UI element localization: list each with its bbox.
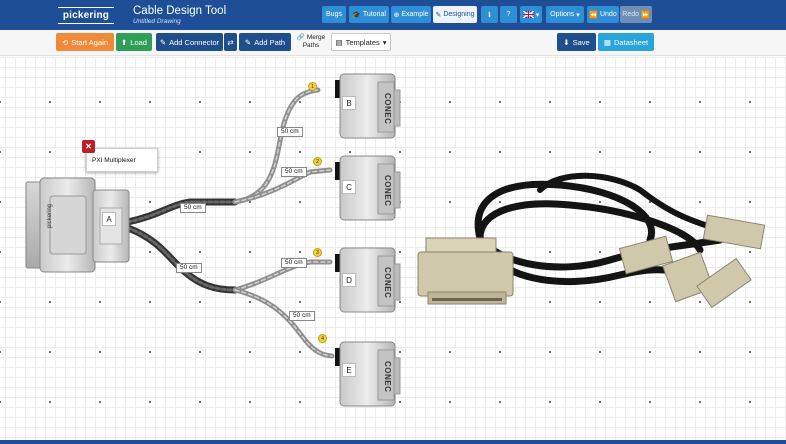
connector-tooltip: PXI Multiplexer [86,148,158,172]
redo-button[interactable]: Redo ⏩ [620,6,652,23]
chevron-down-icon: ▾ [382,37,387,47]
undo-label: Undo [599,11,617,18]
pencil-icon: ✎ [159,37,167,47]
pickering-logo[interactable]: pickering [58,4,114,26]
tutorial-label: Tutorial [362,11,386,18]
circle-plus-icon: ⊕ [393,11,400,19]
load-button[interactable]: ⬆ Load [116,33,152,51]
document-icon: ▤ [335,37,343,47]
cable-length-label[interactable]: 50 cm [281,167,307,177]
uk-flag-icon [522,11,534,18]
undo-icon: ⏪ [589,11,598,19]
app-header: pickering Cable Design Tool Untitled Dra… [0,0,786,30]
datasheet-label: Datasheet [613,37,649,47]
connector-a-brand: pickering [47,203,53,228]
start-again-button[interactable]: ⟲ Start Again [56,33,114,51]
link-icon: 🔗 [296,34,305,41]
cable-length-label[interactable]: 50 cm [277,127,303,137]
add-connector-button[interactable]: ✎ Add Connector [156,33,223,51]
options-label: Options [550,11,575,18]
merge-row: 🔗 Merge [297,34,326,42]
info-icon: ℹ [488,11,491,19]
pin-marker-c: 2 [313,157,322,166]
merge-label-line1: Merge [306,34,326,41]
merge-paths-button[interactable]: 🔗 Merge Paths [294,32,328,52]
connector-e[interactable] [335,341,401,407]
connector-d-brand: CONEC [383,267,392,299]
templates-label: Templates [345,37,380,47]
close-icon[interactable]: ✕ [82,140,95,153]
language-button[interactable]: ▾ [520,6,542,23]
merge-label-line2: Paths [302,42,320,49]
tooltip-text: PXI Multiplexer [92,156,136,164]
connector-c-label: C [342,180,356,194]
app-title: Cable Design Tool [133,5,227,17]
refresh-icon: ⟲ [62,37,69,47]
cable-trunks [124,198,239,294]
connector-d-label: D [342,273,356,287]
bugs-label: Bugs [326,11,342,18]
save-button[interactable]: ⬇ Save [557,33,596,51]
connector-a-label: A [102,212,116,226]
cable-length-label[interactable]: 50 cm [289,311,315,321]
add-path-button[interactable]: ✎ Add Path [239,33,291,51]
cable-length-label[interactable]: 50 cm [281,258,307,268]
load-label: Load [130,37,147,47]
pin-marker-d: 3 [313,248,322,257]
cable-assembly-photo [417,172,766,309]
connector-d[interactable] [335,247,401,313]
design-toolbar: ⟲ Start Again ⬆ Load ✎ Add Connector ⇄ ✎… [0,30,786,56]
start-again-label: Start Again [71,37,108,47]
save-icon: ⬇ [563,37,570,47]
chevron-down-icon: ▾ [576,11,580,19]
connector-c[interactable] [335,155,401,221]
designing-button[interactable]: ✎ Designing [433,6,477,23]
swap-button[interactable]: ⇄ [224,33,237,51]
options-button[interactable]: Options ▾ [546,6,584,23]
connector-b-label: B [342,96,356,110]
logo-bottom-line [58,23,114,24]
info-button[interactable]: ℹ [481,6,498,23]
swap-icon: ⇄ [227,37,234,47]
pin-marker-b: 1 [308,82,317,91]
upload-icon: ⬆ [121,37,128,47]
question-icon: ? [506,11,511,18]
example-label: Example [401,11,429,18]
datasheet-icon: ▦ [603,37,611,47]
redo-label: Redo [622,11,639,18]
pencil-icon: ✎ [244,37,252,47]
drawing-name: Untitled Drawing [133,18,181,25]
help-button[interactable]: ? [500,6,517,23]
example-button[interactable]: ⊕ Example [391,6,431,23]
designing-label: Designing [443,11,475,18]
templates-dropdown[interactable]: ▤ Templates ▾ [331,33,391,51]
pencil-icon: ✎ [435,11,442,19]
add-connector-label: Add Connector [169,37,220,47]
connector-e-brand: CONEC [383,361,392,393]
datasheet-button[interactable]: ▦ Datasheet [598,33,654,51]
connector-b[interactable] [335,73,401,139]
connector-e-label: E [342,363,356,377]
chevron-down-icon: ▾ [535,11,540,19]
save-label: Save [572,37,590,47]
add-path-label: Add Path [254,37,286,47]
cable-length-label[interactable]: 50 cm [180,203,206,213]
logo-text: pickering [62,10,110,21]
cable-length-label[interactable]: 50 cm [176,263,202,273]
connector-c-brand: CONEC [383,175,392,207]
logo-top-line [58,7,114,8]
bottom-border [0,440,786,444]
pin-marker-e: 4 [318,334,327,343]
connector-b-brand: CONEC [383,93,392,125]
graduation-icon: 🎓 [352,11,361,19]
tutorial-button[interactable]: 🎓 Tutorial [349,6,389,23]
undo-button[interactable]: ⏪ Undo [587,6,619,23]
connector-a[interactable] [25,177,130,273]
bugs-button[interactable]: Bugs [322,6,346,23]
redo-icon: ⏩ [641,11,650,19]
